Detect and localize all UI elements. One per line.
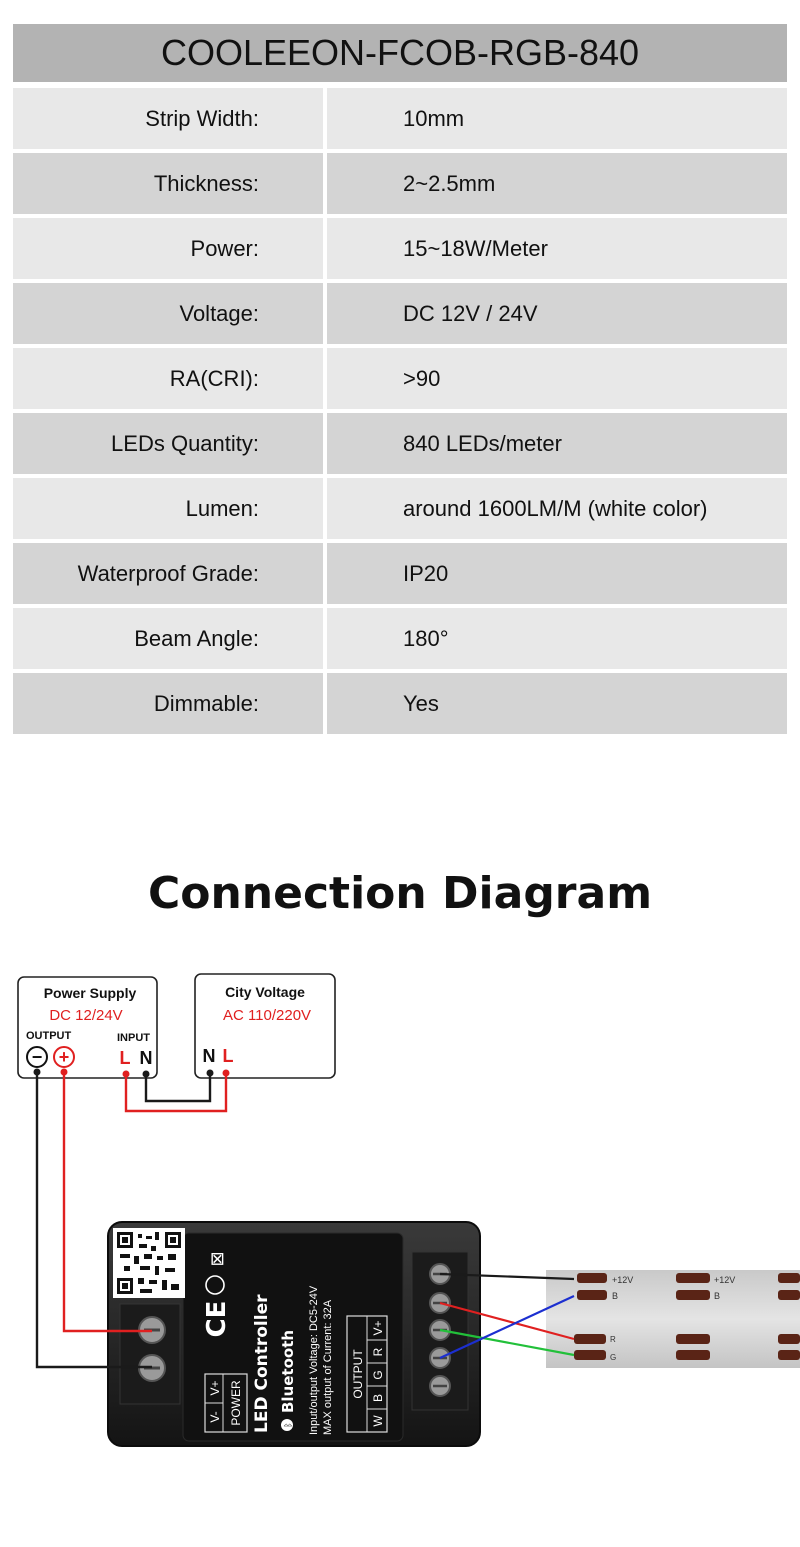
spec-row-dimmable: Dimmable: Yes: [13, 673, 787, 734]
strip-label: B: [714, 1291, 720, 1301]
spec-value: Yes: [327, 673, 787, 734]
spec-line-current: MAX output of Current: 32A: [322, 1299, 334, 1435]
spec-row-waterproof: Waterproof Grade: IP20: [13, 543, 787, 604]
spec-label: Dimmable:: [13, 673, 323, 734]
city-n-terminal: N: [203, 1046, 216, 1066]
strip-label: +12V: [612, 1275, 633, 1285]
power-supply-voltage: DC 12/24V: [49, 1007, 122, 1024]
diagram-title: Connection Diagram: [147, 868, 653, 919]
spec-value: >90: [327, 348, 787, 409]
spec-label: RA(CRI):: [13, 348, 323, 409]
city-voltage-box: City Voltage AC 110/220V N L: [194, 973, 336, 1079]
output-label: OUTPUT: [26, 1030, 72, 1042]
power-supply-box: Power Supply DC 12/24V OUTPUT INPUT − + …: [17, 976, 158, 1079]
input-label: INPUT: [117, 1032, 150, 1044]
output-terminal-r: R: [371, 1347, 385, 1356]
strip-label: B: [612, 1291, 618, 1301]
power-label: POWER: [229, 1380, 243, 1426]
spec-row-voltage: Voltage: DC 12V / 24V: [13, 283, 787, 344]
green-channel-wire: [439, 1328, 575, 1357]
spec-label: Waterproof Grade:: [13, 543, 323, 604]
spec-label: Lumen:: [13, 478, 323, 539]
spec-label: Power:: [13, 218, 323, 279]
output-terminal-g: G: [371, 1370, 385, 1379]
power-terminal-v-minus: V-: [208, 1411, 222, 1422]
v-plus-wire: [439, 1272, 575, 1281]
output-terminals-label: OUTPUT: [351, 1349, 365, 1399]
output-wires: [439, 1272, 575, 1359]
dc-power-wires: [33, 1068, 152, 1369]
psu-l-terminal: L: [120, 1048, 131, 1068]
ce-mark-icon: CE: [202, 1301, 232, 1338]
output-terminal-v-plus: V+: [371, 1320, 385, 1335]
strip-label: +12V: [714, 1275, 735, 1285]
spec-row-beam-angle: Beam Angle: 180°: [13, 608, 787, 669]
bluetooth-label: Bluetooth: [279, 1330, 297, 1413]
recycle-icon: [205, 1275, 225, 1295]
bluetooth-icon: [281, 1419, 293, 1431]
spec-label: Thickness:: [13, 153, 323, 214]
output-terminal-b: B: [371, 1394, 385, 1402]
spec-value: 840 LEDs/meter: [327, 413, 787, 474]
spec-label: LEDs Quantity:: [13, 413, 323, 474]
plus-terminal-icon: [53, 1046, 75, 1068]
spec-value: around 1600LM/M (white color): [327, 478, 787, 539]
city-voltage-value: AC 110/220V: [223, 1007, 311, 1024]
plus-sign: +: [59, 1047, 70, 1067]
mains-wires: [122, 1069, 230, 1113]
led-strip: +12V B R G +12V B: [546, 1270, 800, 1368]
spec-row-power: Power: 15~18W/Meter: [13, 218, 787, 279]
spec-value: 10mm: [327, 88, 787, 149]
live-wire: [124, 1073, 228, 1113]
city-voltage-title: City Voltage: [225, 984, 305, 1000]
psu-n-terminal: N: [140, 1048, 153, 1068]
city-l-terminal: L: [223, 1046, 234, 1066]
minus-sign: −: [32, 1047, 43, 1067]
spec-table-title: COOLEEON-FCOB-RGB-840: [13, 24, 787, 82]
spec-line-voltage: Input/output Voltage: DC5-24V: [308, 1285, 320, 1435]
spec-label: Beam Angle:: [13, 608, 323, 669]
spec-row-thickness: Thickness: 2~2.5mm: [13, 153, 787, 214]
spec-row-leds-quantity: LEDs Quantity: 840 LEDs/meter: [13, 413, 787, 474]
negative-wire: [35, 1072, 152, 1369]
power-supply-title: Power Supply: [44, 985, 137, 1001]
spec-label: Voltage:: [13, 283, 323, 344]
red-channel-wire: [439, 1301, 575, 1341]
spec-row-lumen: Lumen: around 1600LM/M (white color): [13, 478, 787, 539]
positive-wire: [62, 1072, 152, 1333]
power-terminal-v-plus: V+: [208, 1380, 222, 1395]
spec-value: IP20: [327, 543, 787, 604]
connection-diagram: Power Supply DC 12/24V OUTPUT INPUT − + …: [17, 973, 800, 1447]
blue-channel-wire: [439, 1295, 575, 1359]
strip-label: G: [610, 1353, 616, 1362]
led-controller: V- V+ POWER CE ⊠ LED Controller ᛒ Blueto…: [107, 1221, 481, 1447]
controller-label-panel: V- V+ POWER CE ⊠ LED Controller ᛒ Blueto…: [202, 1251, 388, 1435]
output-terminal-w: W: [371, 1415, 385, 1427]
weee-bin-icon: ⊠: [207, 1251, 228, 1266]
spec-row-cri: RA(CRI): >90: [13, 348, 787, 409]
spec-row-strip-width: Strip Width: 10mm: [13, 88, 787, 149]
svg-text:ᛒ: ᛒ: [283, 1422, 294, 1427]
spec-table: COOLEEON-FCOB-RGB-840 Strip Width: 10mm …: [13, 24, 787, 738]
strip-label: R: [610, 1335, 616, 1344]
spec-value: 15~18W/Meter: [327, 218, 787, 279]
controller-name: LED Controller: [252, 1294, 272, 1433]
spec-value: DC 12V / 24V: [327, 283, 787, 344]
spec-value: 180°: [327, 608, 787, 669]
spec-value: 2~2.5mm: [327, 153, 787, 214]
neutral-wire: [144, 1073, 212, 1103]
spec-label: Strip Width:: [13, 88, 323, 149]
power-terminal-block: [119, 1303, 181, 1405]
qr-code-icon: [113, 1228, 185, 1298]
minus-terminal-icon: [26, 1046, 48, 1068]
